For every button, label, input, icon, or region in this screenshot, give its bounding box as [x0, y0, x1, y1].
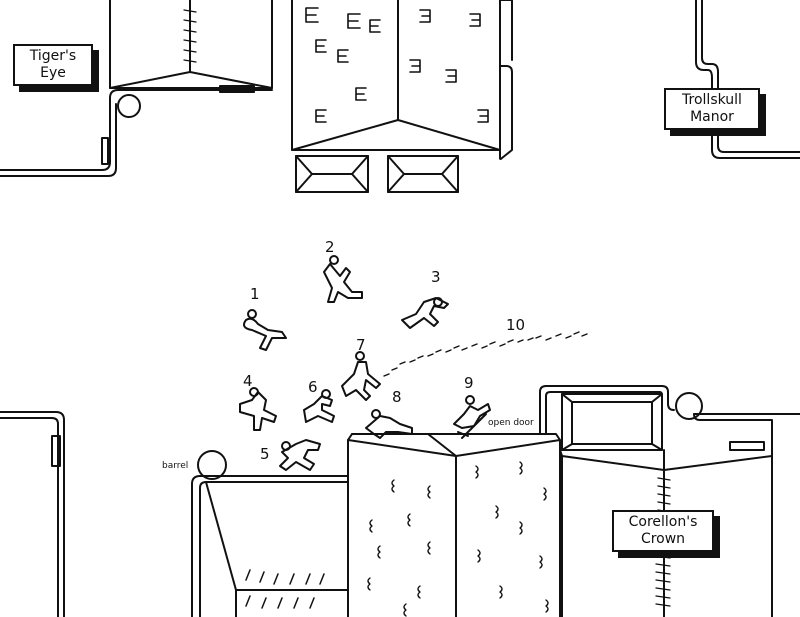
barrel-right: [675, 392, 703, 420]
position-4: 4: [243, 372, 253, 390]
position-3: 3: [431, 268, 441, 286]
corellons-crown-line1: Corellon's: [628, 514, 698, 530]
figure-2: [323, 255, 363, 303]
position-8: 8: [392, 388, 402, 406]
figure-3: [401, 297, 449, 329]
barrel: [197, 450, 227, 480]
figure-5: [279, 439, 321, 471]
bottom-left-building: [0, 411, 65, 617]
position-1: 1: [250, 285, 260, 303]
figure-1: [243, 309, 287, 351]
figure-8: [365, 409, 413, 439]
position-2: 2: [325, 238, 335, 256]
tigers-eye-building: [0, 0, 273, 177]
trollskull-manor-building: [695, 0, 800, 159]
corellons-crown-building: [539, 385, 800, 617]
figure-9: [453, 395, 491, 429]
open-door-label: open door: [488, 418, 534, 428]
sign-tigers-eye: Tiger's Eye: [13, 44, 93, 86]
barrel-label: barrel: [162, 461, 189, 471]
barrel-top-left: [117, 94, 141, 118]
bottom-center-building: [347, 433, 561, 617]
bottom-center-left-building: [191, 475, 349, 617]
position-10: 10: [506, 316, 526, 334]
position-5: 5: [260, 445, 270, 463]
figure-7: [341, 351, 381, 401]
position-7: 7: [356, 336, 366, 354]
tigers-eye-line1: Tiger's: [29, 48, 77, 64]
trollskull-manor-line2: Manor: [690, 109, 734, 125]
central-roof-building: [291, 0, 513, 193]
figure-4: [239, 387, 277, 431]
tigers-eye-line2: Eye: [40, 65, 66, 81]
sign-corellons-crown: Corellon's Crown: [612, 510, 714, 552]
trollskull-manor-line1: Trollskull: [682, 92, 742, 108]
position-9: 9: [464, 374, 474, 392]
sign-trollskull-manor: Trollskull Manor: [664, 88, 760, 130]
position-6: 6: [308, 378, 318, 396]
figure-6: [303, 389, 335, 423]
footprints-trail: [383, 331, 588, 377]
corellons-crown-line2: Crown: [640, 531, 686, 547]
